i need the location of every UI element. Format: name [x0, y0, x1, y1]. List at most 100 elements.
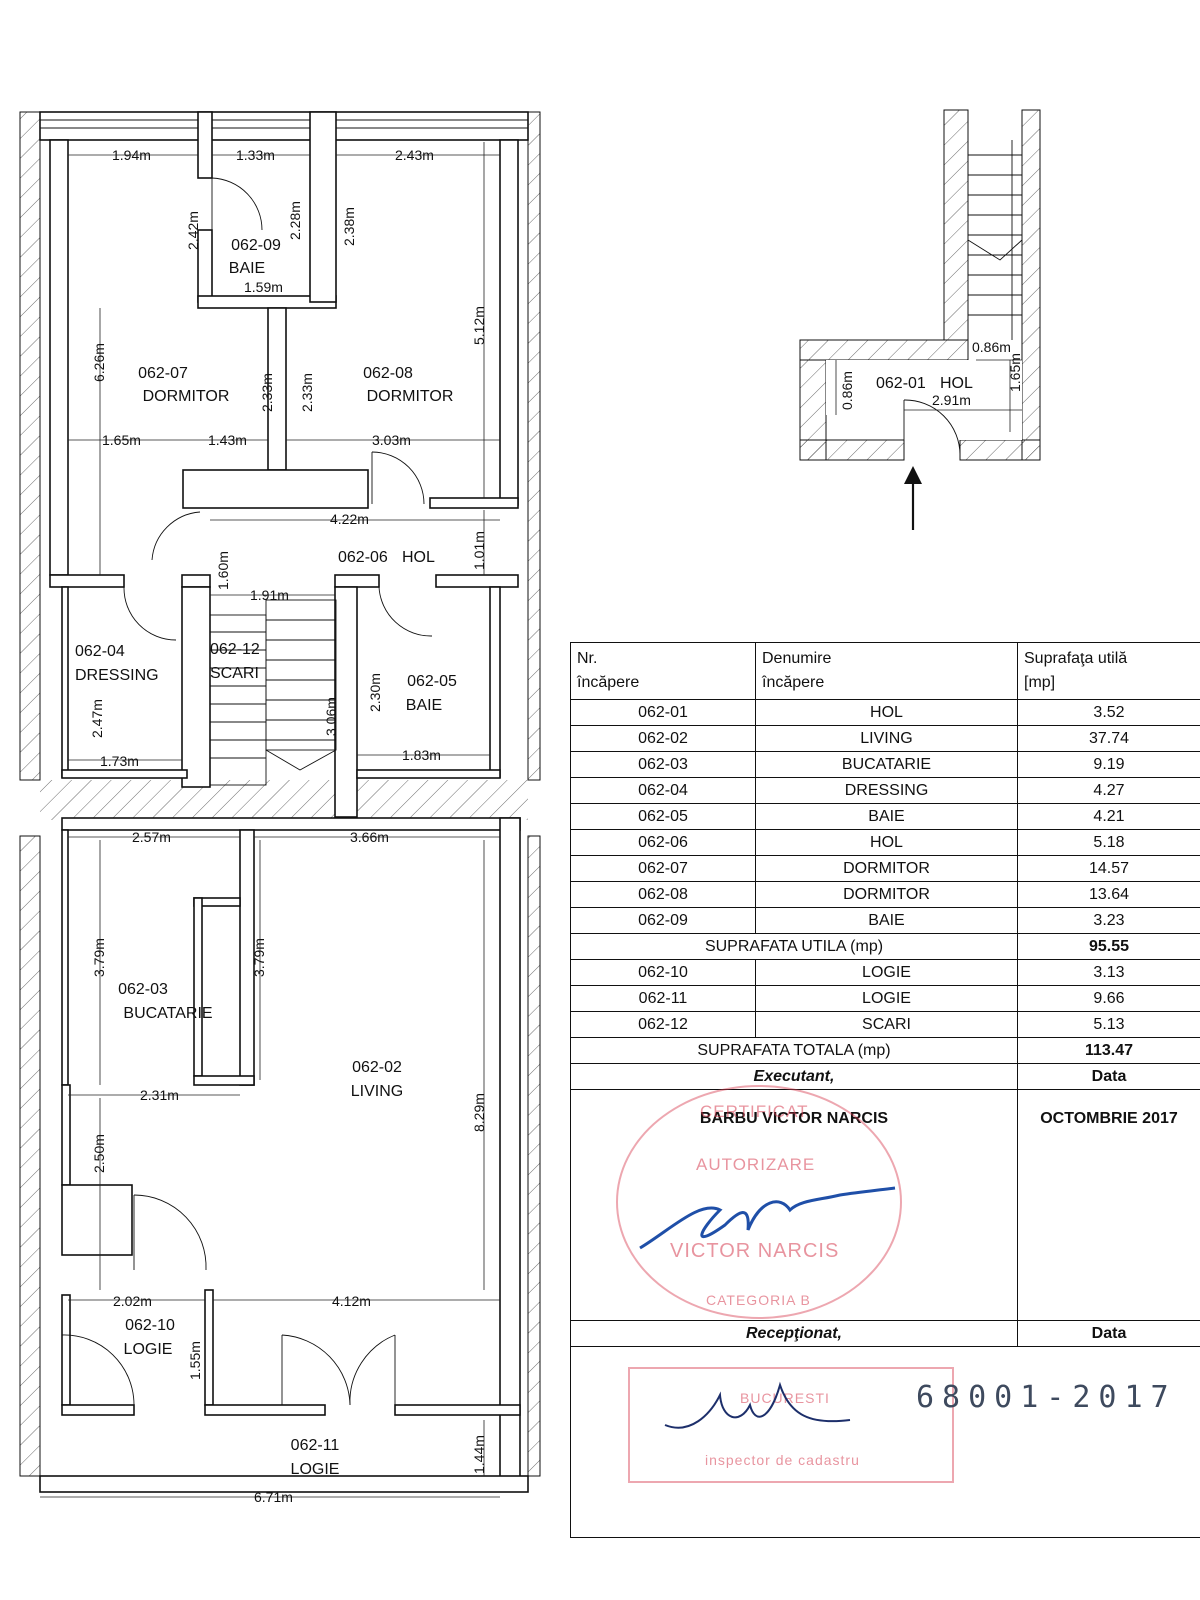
- room-062-06-name: HOL: [402, 549, 435, 566]
- entrance-labels: 062-01 HOL 0.86m 0.86m 1.65m 2.91m: [839, 339, 1023, 410]
- dim-label: 3.66m: [350, 829, 389, 845]
- dim-label: 1.59m: [244, 279, 283, 295]
- room-062-08-id: 062-08: [363, 365, 413, 382]
- interior-walls: [39, 111, 529, 1493]
- dim-label: 3.79m: [91, 938, 107, 977]
- total-row: SUPRAFATA TOTALA (mp)113.47: [570, 1037, 1200, 1064]
- dim-label: 2.47m: [89, 699, 105, 738]
- room-062-02-name: LIVING: [351, 1083, 403, 1100]
- dim-label: 4.12m: [332, 1293, 371, 1309]
- executant-date: OCTOMBRIE 2017: [1017, 1089, 1200, 1321]
- dim-label: 1.44m: [471, 1435, 487, 1474]
- entrance-plan: [799, 109, 1041, 530]
- stamp-text: BUCURESTI: [740, 1390, 830, 1406]
- room-062-12-name: SCARI: [210, 665, 259, 682]
- room-062-05-id: 062-05: [407, 673, 457, 690]
- dim-label: 3.03m: [372, 432, 411, 448]
- dim-label: 2.31m: [140, 1087, 179, 1103]
- room-062-04-name: DRESSING: [75, 667, 159, 684]
- doors: [61, 177, 433, 1406]
- room-labels: 062-07 DORMITOR 062-08 DORMITOR 062-09 B…: [75, 237, 457, 1478]
- dim-label: 2.57m: [132, 829, 171, 845]
- dim-label: 1.65m: [102, 432, 141, 448]
- stamp-text: AUTORIZARE: [696, 1155, 816, 1174]
- dim-label: 3.06m: [323, 697, 339, 736]
- room-062-11-id: 062-11: [291, 1437, 340, 1454]
- room-062-04-id: 062-04: [75, 643, 125, 660]
- dim-label: 2.02m: [113, 1293, 152, 1309]
- dim-label: 0.86m: [972, 339, 1011, 355]
- executant-header-row: Executant,Data: [570, 1063, 1200, 1090]
- dim-label: 6.26m: [91, 343, 107, 382]
- room-062-11-name: LOGIE: [291, 1461, 340, 1478]
- dim-label: 6.71m: [254, 1489, 293, 1505]
- room-062-10-name: LOGIE: [124, 1341, 173, 1358]
- dim-label: 2.38m: [341, 207, 357, 246]
- header-nr: Nr.încăpere: [570, 642, 756, 700]
- dim-label: 1.65m: [1007, 353, 1023, 392]
- stamp-text: CERTIFICAT: [700, 1102, 809, 1121]
- dim-label: 1.94m: [112, 147, 151, 163]
- room-062-09-name: BAIE: [229, 260, 265, 277]
- dim-label: 2.43m: [395, 147, 434, 163]
- room-062-07-id: 062-07: [138, 365, 188, 382]
- room-062-02-id: 062-02: [352, 1059, 402, 1076]
- certificate-stamp: [616, 1085, 902, 1319]
- dim-label: 2.30m: [367, 673, 383, 712]
- dim-label: 0.86m: [839, 371, 855, 410]
- dim-label: 1.55m: [187, 1341, 203, 1380]
- dim-label: 2.33m: [299, 373, 315, 412]
- dim-label: 3.79m: [251, 938, 267, 977]
- stamp-text: VICTOR NARCIS: [670, 1240, 840, 1262]
- room-062-05-name: BAIE: [406, 697, 442, 714]
- signature-executant: [639, 1186, 896, 1250]
- dim-label: 1.43m: [208, 432, 247, 448]
- dim-label: 4.22m: [330, 511, 369, 527]
- dimension-lines: [40, 142, 500, 1498]
- dim-label: 2.91m: [932, 392, 971, 408]
- dim-label: 2.50m: [91, 1134, 107, 1173]
- dim-label: 1.73m: [100, 753, 139, 769]
- room-062-03-name: BUCATARIE: [123, 1005, 212, 1022]
- room-062-07-name: DORMITOR: [143, 388, 230, 405]
- room-062-10-id: 062-10: [125, 1317, 175, 1334]
- stamp-text: CATEGORIA B: [706, 1292, 811, 1308]
- dim-label: 1.83m: [402, 747, 441, 763]
- receptionat-header-row: Recepţionat,Data: [570, 1320, 1200, 1347]
- stairs: [209, 599, 337, 786]
- stamp-text: inspector de cadastru: [705, 1452, 860, 1468]
- signature-inspector: [664, 1381, 851, 1429]
- dim-label: 2.28m: [287, 201, 303, 240]
- room-062-12-id: 062-12: [210, 641, 260, 658]
- dim-label: 1.01m: [471, 531, 487, 570]
- receptionat-row: [570, 1346, 1200, 1538]
- dim-label: 8.29m: [471, 1093, 487, 1132]
- dim-label: 2.33m: [259, 373, 275, 412]
- dim-label: 1.91m: [250, 587, 289, 603]
- room-062-01-name: HOL: [940, 375, 973, 392]
- room-062-06-id: 062-06: [338, 549, 388, 566]
- dimension-labels: 1.94m 1.33m 2.43m 2.42m 2.28m 2.38m 1.59…: [89, 147, 487, 1505]
- header-area: Suprafaţa utilă[mp]: [1017, 642, 1200, 700]
- registration-number: 68001-2017: [916, 1380, 1177, 1415]
- exterior-walls: [19, 111, 541, 1477]
- room-062-03-id: 062-03: [118, 981, 168, 998]
- room-062-01-id: 062-01: [876, 375, 926, 392]
- dim-label: 1.33m: [236, 147, 275, 163]
- inspector-stamp: [628, 1367, 954, 1483]
